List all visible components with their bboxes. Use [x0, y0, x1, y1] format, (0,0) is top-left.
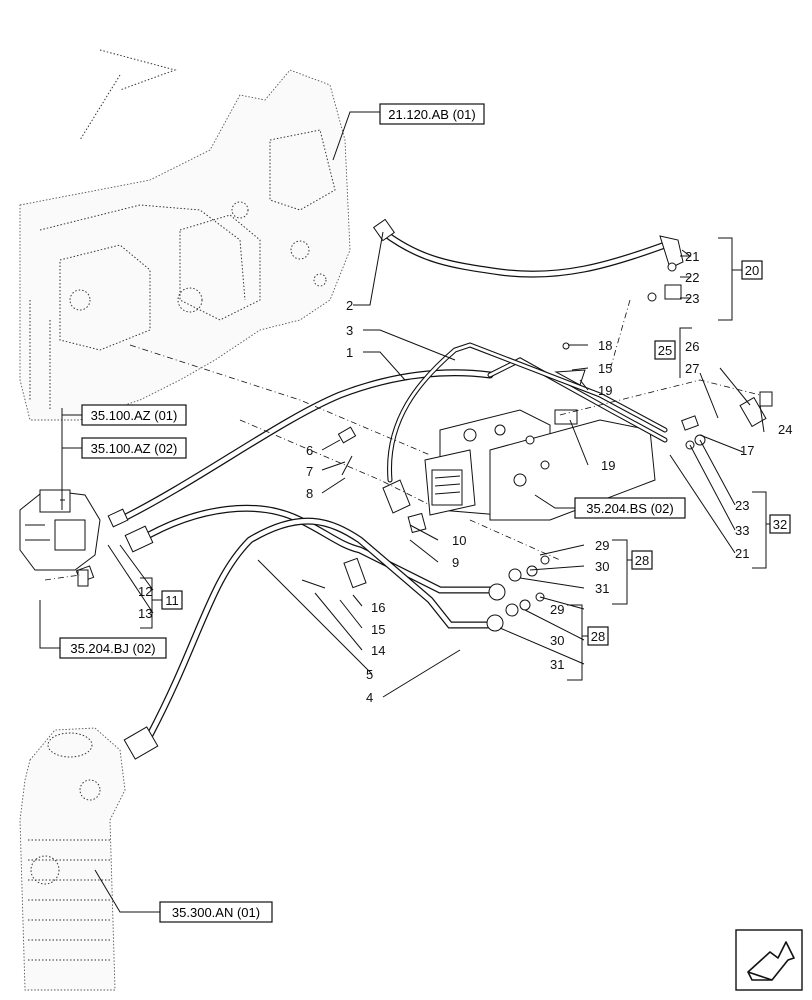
callout-10: 10	[452, 533, 466, 548]
callout-18: 18	[598, 338, 612, 353]
callout-23-lower: 23	[735, 498, 749, 513]
control-valve-block	[424, 409, 656, 521]
hose-5	[123, 517, 494, 760]
group-32: 32	[769, 514, 791, 534]
callout-23-upper: 23	[685, 291, 699, 306]
callout-29-upper: 29	[595, 538, 609, 553]
ref-35-300-an[interactable]: 35.300.AN (01)	[159, 901, 273, 923]
transmission-housing-outline	[19, 49, 351, 421]
ref-35-100-az-01[interactable]: 35.100.AZ (01)	[81, 404, 187, 426]
group-28-upper: 28	[631, 550, 653, 570]
svg-text:35.100.AZ (02): 35.100.AZ (02)	[91, 441, 178, 456]
callout-21-lower: 21	[735, 546, 749, 561]
leader-lines	[39, 111, 770, 913]
pump-component	[19, 489, 101, 583]
svg-text:35.300.AN (01): 35.300.AN (01)	[172, 905, 260, 920]
callout-27: 27	[685, 361, 699, 376]
group-20: 20	[741, 260, 763, 280]
callout-19-lower: 19	[601, 458, 615, 473]
callout-13: 13	[138, 606, 152, 621]
callout-2: 2	[346, 298, 353, 313]
callout-33: 33	[735, 523, 749, 538]
callout-15-upper: 15	[598, 361, 612, 376]
svg-text:11: 11	[165, 593, 179, 608]
svg-text:28: 28	[591, 629, 605, 644]
ref-35-204-bs[interactable]: 35.204.BS (02)	[574, 497, 686, 519]
callout-8: 8	[306, 486, 313, 501]
callout-31-lower: 31	[550, 657, 564, 672]
part-callouts: 2 3 1 21 22 23 26 27 18 15 19 24 17 19 2…	[138, 249, 792, 705]
svg-text:25: 25	[658, 343, 672, 358]
svg-text:35.100.AZ (01): 35.100.AZ (01)	[91, 408, 178, 423]
callout-29-lower: 29	[550, 602, 564, 617]
callout-14: 14	[371, 643, 385, 658]
svg-text:35.204.BJ (02): 35.204.BJ (02)	[70, 641, 155, 656]
callout-1: 1	[346, 345, 353, 360]
callout-16: 16	[371, 600, 385, 615]
group-11: 11	[161, 590, 183, 610]
hose-4	[124, 504, 494, 594]
callout-30-upper: 30	[595, 559, 609, 574]
svg-text:32: 32	[773, 517, 787, 532]
callout-5: 5	[366, 667, 373, 682]
group-28-lower: 28	[587, 626, 609, 646]
callout-21-upper: 21	[685, 249, 699, 264]
callout-12: 12	[138, 584, 152, 599]
callout-24: 24	[778, 422, 792, 437]
callout-4: 4	[366, 690, 373, 705]
callout-17: 17	[740, 443, 754, 458]
filter-housing-outline	[19, 727, 126, 991]
callout-9: 9	[452, 555, 459, 570]
ref-21-120-ab[interactable]: 21.120.AB (01)	[379, 103, 485, 125]
svg-text:35.204.BS (02): 35.204.BS (02)	[586, 501, 673, 516]
svg-text:21.120.AB (01): 21.120.AB (01)	[388, 107, 475, 122]
centre-lines	[44, 299, 761, 581]
ref-35-100-az-02[interactable]: 35.100.AZ (02)	[81, 437, 187, 459]
callout-7: 7	[306, 464, 313, 479]
callout-26: 26	[685, 339, 699, 354]
callout-19-upper: 19	[598, 383, 612, 398]
callout-6: 6	[306, 443, 313, 458]
ref-35-204-bj[interactable]: 35.204.BJ (02)	[59, 637, 167, 659]
hose-2	[372, 218, 684, 278]
group-25: 25	[654, 340, 676, 360]
callout-15-lower: 15	[371, 622, 385, 637]
callout-3: 3	[346, 323, 353, 338]
callout-30-lower: 30	[550, 633, 564, 648]
next-page-arrow-icon[interactable]	[735, 929, 803, 991]
hose-1	[107, 369, 494, 528]
pipe-3	[382, 342, 668, 534]
svg-text:20: 20	[745, 263, 759, 278]
callout-22: 22	[685, 270, 699, 285]
svg-text:28: 28	[635, 553, 649, 568]
callout-31-upper: 31	[595, 581, 609, 596]
